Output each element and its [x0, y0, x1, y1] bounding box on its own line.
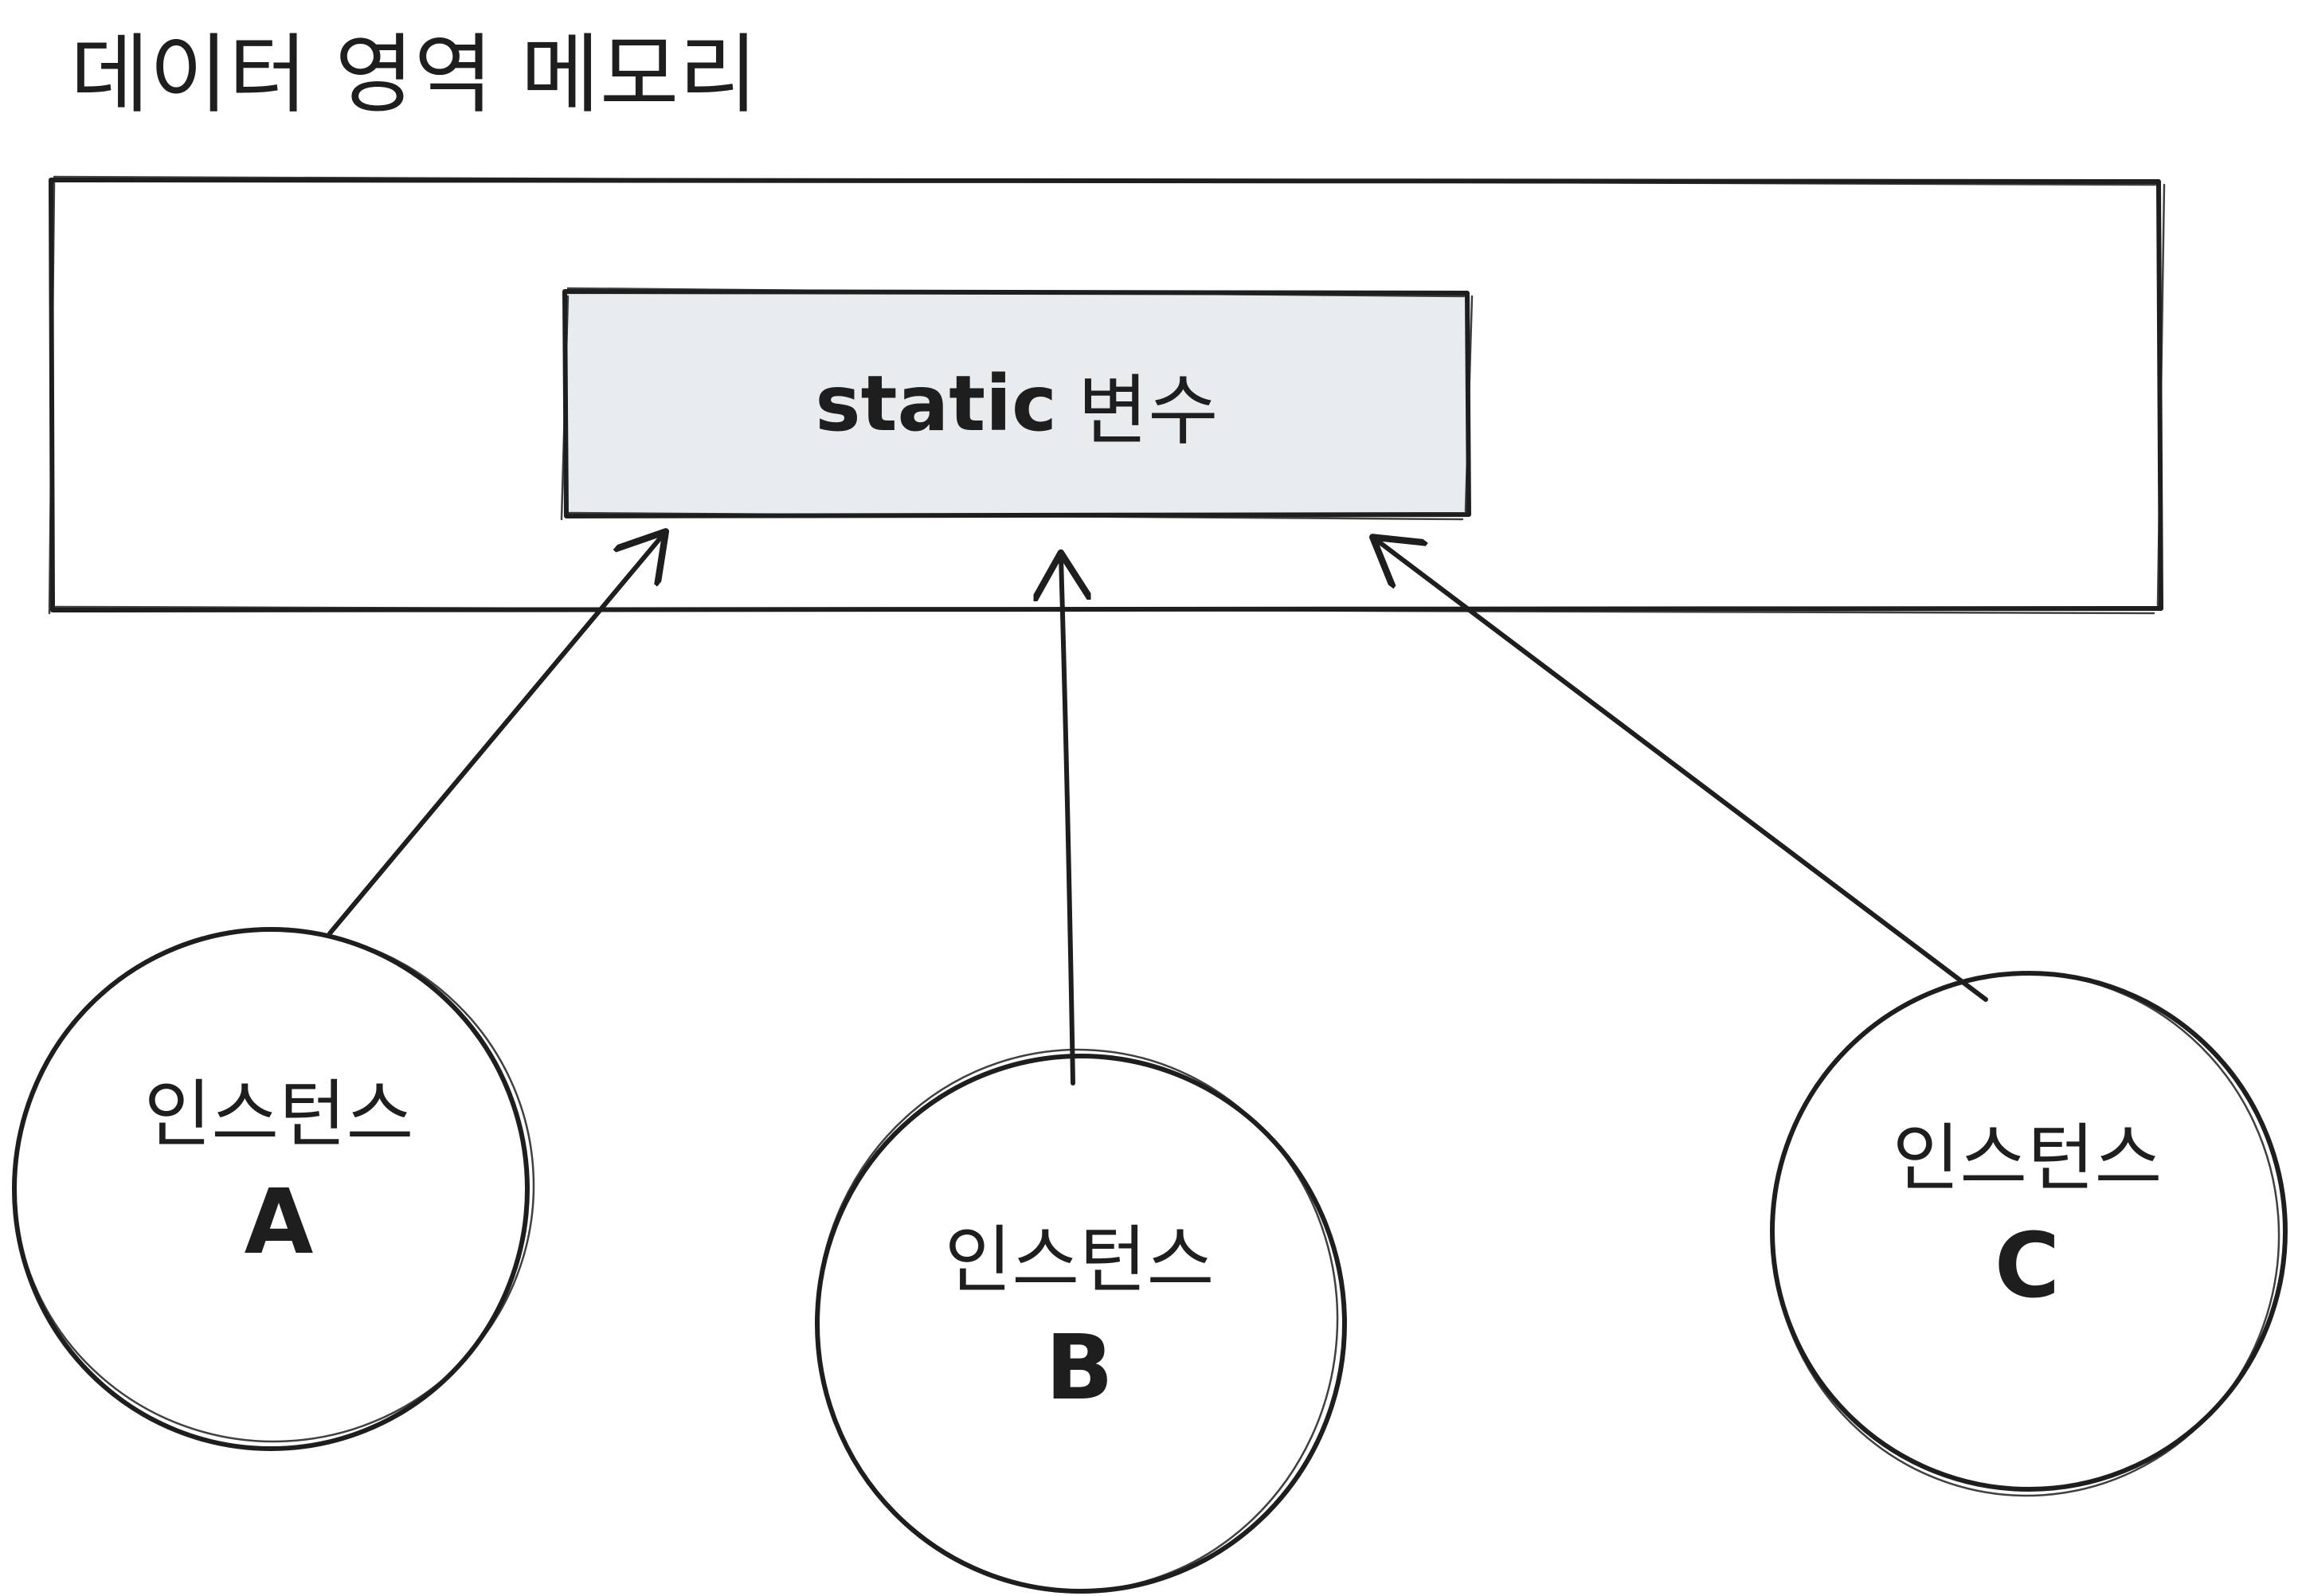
instance-c-label: 인스턴스 C	[1780, 1107, 2274, 1322]
arrow-instance-a-to-static	[327, 535, 663, 936]
instance-c-letter: C	[1994, 1215, 2061, 1318]
instance-b-label: 인스턴스 B	[832, 1209, 1326, 1424]
instance-b-circle	[815, 1048, 1347, 1594]
instance-b-letter: B	[1045, 1316, 1114, 1420]
instance-a-label: 인스턴스 A	[32, 1063, 526, 1278]
instance-a-circle	[12, 927, 535, 1451]
instance-c-name: 인스턴스	[1892, 1116, 2163, 1201]
arrow-instance-c-to-static	[1376, 540, 1988, 1002]
instance-a-letter: A	[244, 1171, 314, 1274]
static-variable-text: 변수	[1077, 366, 1219, 456]
instance-b-name: 인스턴스	[944, 1218, 1215, 1303]
static-keyword: static	[815, 359, 1057, 448]
data-area-box	[49, 178, 2163, 612]
static-variable-box	[562, 289, 1471, 518]
instance-a-name: 인스턴스	[143, 1072, 414, 1157]
instance-c-circle	[1770, 971, 2288, 1497]
static-variable-box-sketch	[560, 287, 1474, 521]
data-area-box-sketch	[48, 175, 2166, 615]
static-variable-label: static 변수	[565, 291, 1469, 516]
arrow-instance-b-to-static	[1061, 557, 1073, 1086]
data-area-title: 데이터 영역 메모리	[70, 25, 758, 125]
